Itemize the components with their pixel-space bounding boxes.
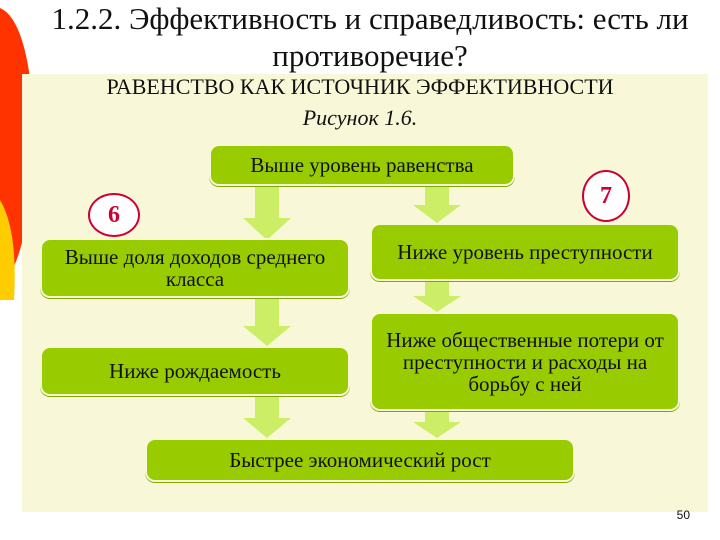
box-middle-class-share: Выше доля доходов среднего класса xyxy=(40,238,350,298)
arrow-right-to-bottom xyxy=(413,411,461,438)
box-higher-equality: Выше уровень равенства xyxy=(209,144,515,186)
marker-6: 6 xyxy=(88,193,140,237)
box-lower-crime-losses: Ниже общественные потери от преступности… xyxy=(370,312,680,411)
page-number: 50 xyxy=(650,508,690,522)
arrow-right-chain xyxy=(413,281,461,312)
arrow-left-to-bottom xyxy=(243,396,291,438)
marker-7: 7 xyxy=(582,170,630,222)
arrow-top-to-left xyxy=(243,186,291,240)
box-lower-crime: Ниже уровень преступности xyxy=(370,223,680,281)
arrow-left-chain xyxy=(243,298,291,346)
arrow-top-to-right xyxy=(413,186,461,223)
box-lower-birth-rate: Ниже рождаемость xyxy=(40,346,350,396)
box-faster-growth: Быстрее экономический рост xyxy=(145,438,575,482)
